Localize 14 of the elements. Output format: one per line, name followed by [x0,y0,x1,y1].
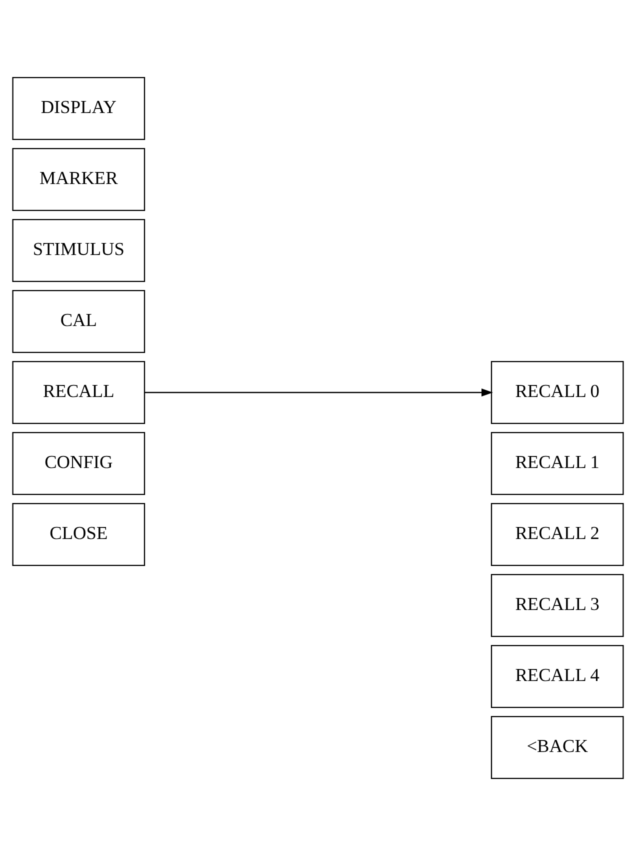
node-box: RECALL [12,360,146,424]
node-box: RECALL 1 [490,432,624,494]
node-box: CLOSE [12,502,146,566]
arrow [144,388,493,396]
node-box: STIMULUS [12,218,146,282]
node-box: RECALL 0 [490,360,624,424]
node-box: RECALL 2 [490,502,624,566]
node-box: DISPLAY [12,76,146,140]
node-box: RECALL 3 [490,574,624,636]
node-box: CAL [12,290,146,352]
node-box: RECALL 4 [490,644,624,708]
node-box: <BACK [490,716,624,778]
node-box: MARKER [12,148,146,210]
node-box: CONFIG [12,432,146,494]
